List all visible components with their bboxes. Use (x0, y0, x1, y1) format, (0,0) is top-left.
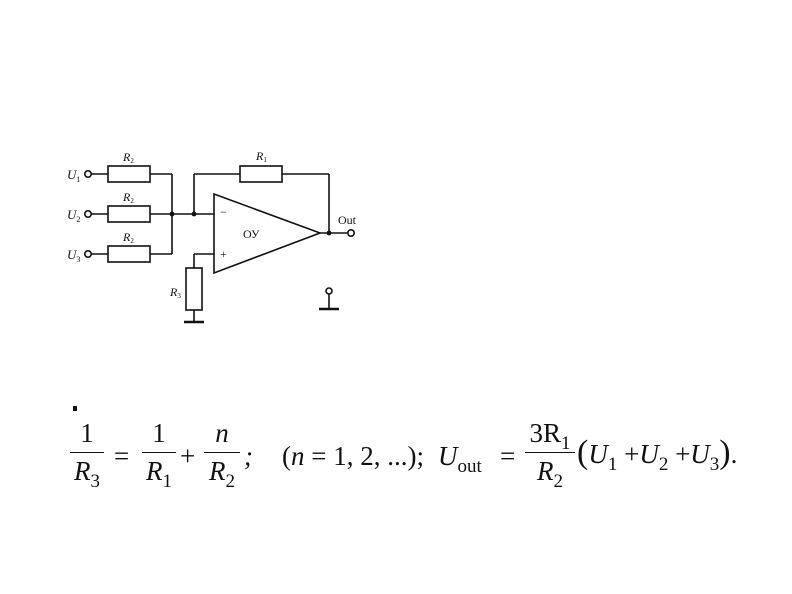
numerator: 3R1 (525, 418, 575, 454)
svg-text:R2: R2 (122, 230, 134, 245)
input-label-u1-letter: U (67, 167, 78, 182)
input-label-u3-sub: 3 (76, 255, 80, 264)
stray-dot (73, 406, 77, 411)
svg-text:U3: U3 (67, 247, 80, 264)
denominator: R2 (525, 456, 575, 492)
resistor-label-r3-sub: 3 (177, 292, 181, 300)
condition-values: = 1, 2, ... (304, 441, 408, 471)
r-letter: R (74, 456, 91, 486)
plus-sign: + (180, 441, 196, 471)
input-label-u2-letter: U (67, 207, 78, 222)
denominator: R2 (204, 456, 240, 492)
u3-letter: U (690, 439, 710, 469)
numerator: 1 (80, 418, 94, 448)
subscript: 1 (561, 433, 571, 454)
semicolon: ; (244, 441, 253, 471)
input-label-u1-sub: 1 (76, 175, 80, 184)
resistor-label-r2-top-sub: 2 (130, 157, 134, 165)
sum-expression: (U1 +U2 +U3). (577, 436, 738, 476)
svg-text:R1: R1 (255, 149, 267, 164)
u1-letter: U (588, 439, 608, 469)
opamp-triangle (213, 192, 323, 275)
resistor-label-r1-sub: 1 (263, 156, 267, 164)
u2-letter: U (639, 439, 659, 469)
r-letter: R (146, 456, 163, 486)
resistor-label-r2-bottom: R (122, 230, 131, 244)
input-terminal-u2 (84, 210, 93, 219)
opamp-plus-sign: + (220, 247, 227, 261)
svg-text:R3: R3 (169, 285, 181, 300)
fraction-bar (142, 452, 176, 453)
out-subscript: out (457, 456, 482, 477)
fraction-one-over-r1: 1 R1 (142, 418, 176, 492)
condition-open-paren: ( (282, 441, 291, 471)
input-terminal-u3 (84, 250, 93, 259)
u-letter: U (438, 441, 458, 471)
resistor-label-r2-middle: R (122, 190, 131, 204)
equals-sign-2: = (500, 441, 516, 471)
subscript: 3 (90, 471, 101, 492)
u2-subscript: 2 (658, 454, 669, 475)
input-terminal-u1 (84, 170, 93, 179)
svg-text:U2: U2 (67, 207, 80, 224)
formula: 1 R3 = 1 R1 + n R2 ; (n = 1, 2, ...); Uo… (70, 418, 770, 508)
fraction-bar (525, 452, 575, 453)
resistor-r2-bottom (107, 245, 151, 263)
resistor-r2-top (107, 165, 151, 183)
denominator: R1 (142, 456, 176, 492)
plus-sign-b: + (675, 439, 691, 469)
u3-subscript: 3 (709, 454, 720, 475)
sum-close-paren: ) (719, 434, 731, 471)
sum-open-paren: ( (577, 434, 589, 471)
condition: (n = 1, 2, ...); (282, 441, 424, 471)
junction-dot (169, 211, 175, 217)
plus-sign-a: + (624, 439, 640, 469)
fraction-n-over-r2: n R2 (204, 418, 240, 492)
output-terminal (346, 229, 355, 238)
svg-text:U1: U1 (67, 167, 80, 184)
numerator: n (215, 418, 229, 448)
ground-terminal (325, 287, 333, 295)
resistor-r3-ground (185, 267, 203, 311)
junction-dot (326, 230, 332, 236)
r-letter: R (209, 456, 226, 486)
fraction-bar (70, 452, 104, 453)
input-label-u3-letter: U (67, 247, 78, 262)
fraction-one-over-r3: 1 R3 (70, 418, 104, 492)
subscript: 2 (225, 471, 236, 492)
opamp-minus-sign: − (220, 205, 227, 219)
resistor-label-r3: R (169, 285, 178, 299)
resistor-label-r1: R (255, 149, 264, 163)
three-r: 3R (529, 418, 561, 448)
equals-sign: = (114, 441, 130, 471)
junction-dot (191, 211, 197, 217)
subscript: 2 (553, 471, 564, 492)
r-letter: R (537, 456, 554, 486)
resistor-r2-middle (107, 205, 151, 223)
resistor-label-r2-middle-sub: 2 (130, 197, 134, 205)
u-out: Uout (438, 441, 482, 477)
resistor-label-r2-bottom-sub: 2 (130, 237, 134, 245)
denominator: R3 (70, 456, 104, 492)
numerator: 1 (152, 418, 166, 448)
svg-text:R2: R2 (122, 190, 134, 205)
svg-text:R2: R2 (122, 150, 134, 165)
condition-close-paren: ); (407, 441, 424, 471)
subscript: 1 (162, 471, 173, 492)
resistor-label-r2-top: R (122, 150, 131, 164)
fraction-bar (204, 452, 240, 453)
fraction-3r1-over-r2: 3R1 R2 (525, 418, 575, 492)
opamp-label: ОУ (243, 227, 260, 241)
input-label-u2-sub: 2 (76, 215, 80, 224)
resistor-r1-feedback (239, 165, 283, 183)
final-period: . (730, 439, 738, 469)
u1-subscript: 1 (607, 454, 618, 475)
condition-variable: n (291, 441, 305, 471)
output-label: Out (338, 213, 357, 227)
